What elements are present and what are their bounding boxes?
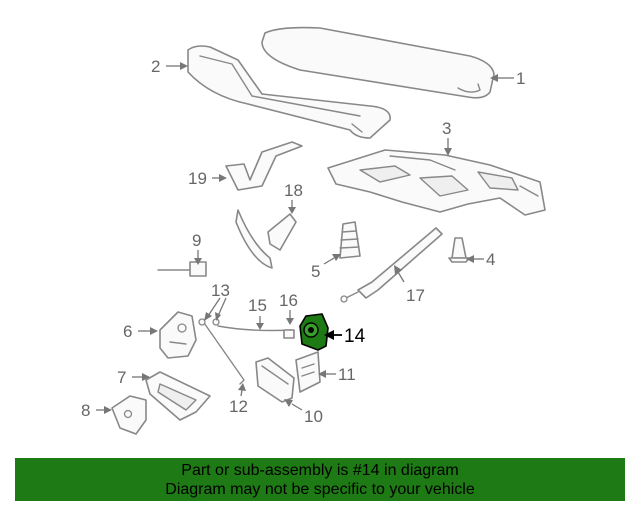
part-6-latch[interactable] bbox=[159, 311, 197, 359]
parts-diagram: 1 2 3 4 5 6 7 8 9 10 11 12 13 14 15 16 1… bbox=[81, 26, 546, 435]
part-4-push-pin[interactable] bbox=[448, 237, 470, 263]
leader-lines bbox=[96, 62, 514, 414]
part-3-inner-panel[interactable] bbox=[327, 149, 546, 216]
part-9-switch[interactable] bbox=[157, 261, 207, 277]
part-16-clip[interactable] bbox=[283, 329, 295, 339]
part-11-plate[interactable] bbox=[295, 351, 321, 393]
part-5-bump-stop[interactable] bbox=[339, 221, 361, 259]
callout-15: 15 bbox=[248, 296, 267, 315]
callout-18: 18 bbox=[284, 181, 303, 200]
part-12-rod[interactable] bbox=[201, 319, 245, 385]
callout-11: 11 bbox=[338, 365, 356, 384]
part-17-lift-support[interactable] bbox=[340, 227, 443, 303]
callout-7: 7 bbox=[117, 368, 126, 387]
banner-line-1: Part or sub-assembly is #14 in diagram bbox=[181, 462, 459, 479]
callout-3: 3 bbox=[442, 119, 451, 138]
callout-4: 4 bbox=[486, 250, 495, 269]
callout-10: 10 bbox=[304, 407, 323, 426]
callout-1: 1 bbox=[516, 69, 525, 88]
callout-17: 17 bbox=[406, 286, 425, 305]
callout-6: 6 bbox=[123, 322, 132, 341]
info-banner: Part or sub-assembly is #14 in diagram D… bbox=[15, 458, 625, 501]
banner-line-2: Diagram may not be specific to your vehi… bbox=[165, 481, 475, 498]
callout-13: 13 bbox=[211, 281, 230, 300]
part-19-hinge-arm[interactable] bbox=[225, 141, 303, 191]
part-1-trunk-lid[interactable] bbox=[261, 26, 495, 99]
callout-2: 2 bbox=[151, 57, 160, 76]
part-7-bezel[interactable] bbox=[145, 371, 211, 421]
callout-labels: 1 2 3 4 5 6 7 8 9 10 11 12 13 14 15 16 1… bbox=[81, 57, 525, 426]
callout-9: 9 bbox=[192, 231, 201, 250]
callout-5: 5 bbox=[311, 262, 320, 281]
part-18-hinge[interactable] bbox=[235, 209, 297, 269]
callout-19: 19 bbox=[188, 169, 207, 188]
callout-14: 14 bbox=[344, 326, 366, 347]
part-10-actuator[interactable] bbox=[255, 357, 295, 403]
part-14-highlighted[interactable] bbox=[299, 313, 329, 351]
callout-8: 8 bbox=[81, 401, 90, 420]
part-8-bracket[interactable] bbox=[111, 395, 147, 435]
part-15-cable[interactable] bbox=[217, 325, 293, 332]
callout-12: 12 bbox=[229, 397, 248, 416]
part-2-spoiler[interactable] bbox=[187, 45, 391, 139]
callout-16: 16 bbox=[279, 291, 298, 310]
